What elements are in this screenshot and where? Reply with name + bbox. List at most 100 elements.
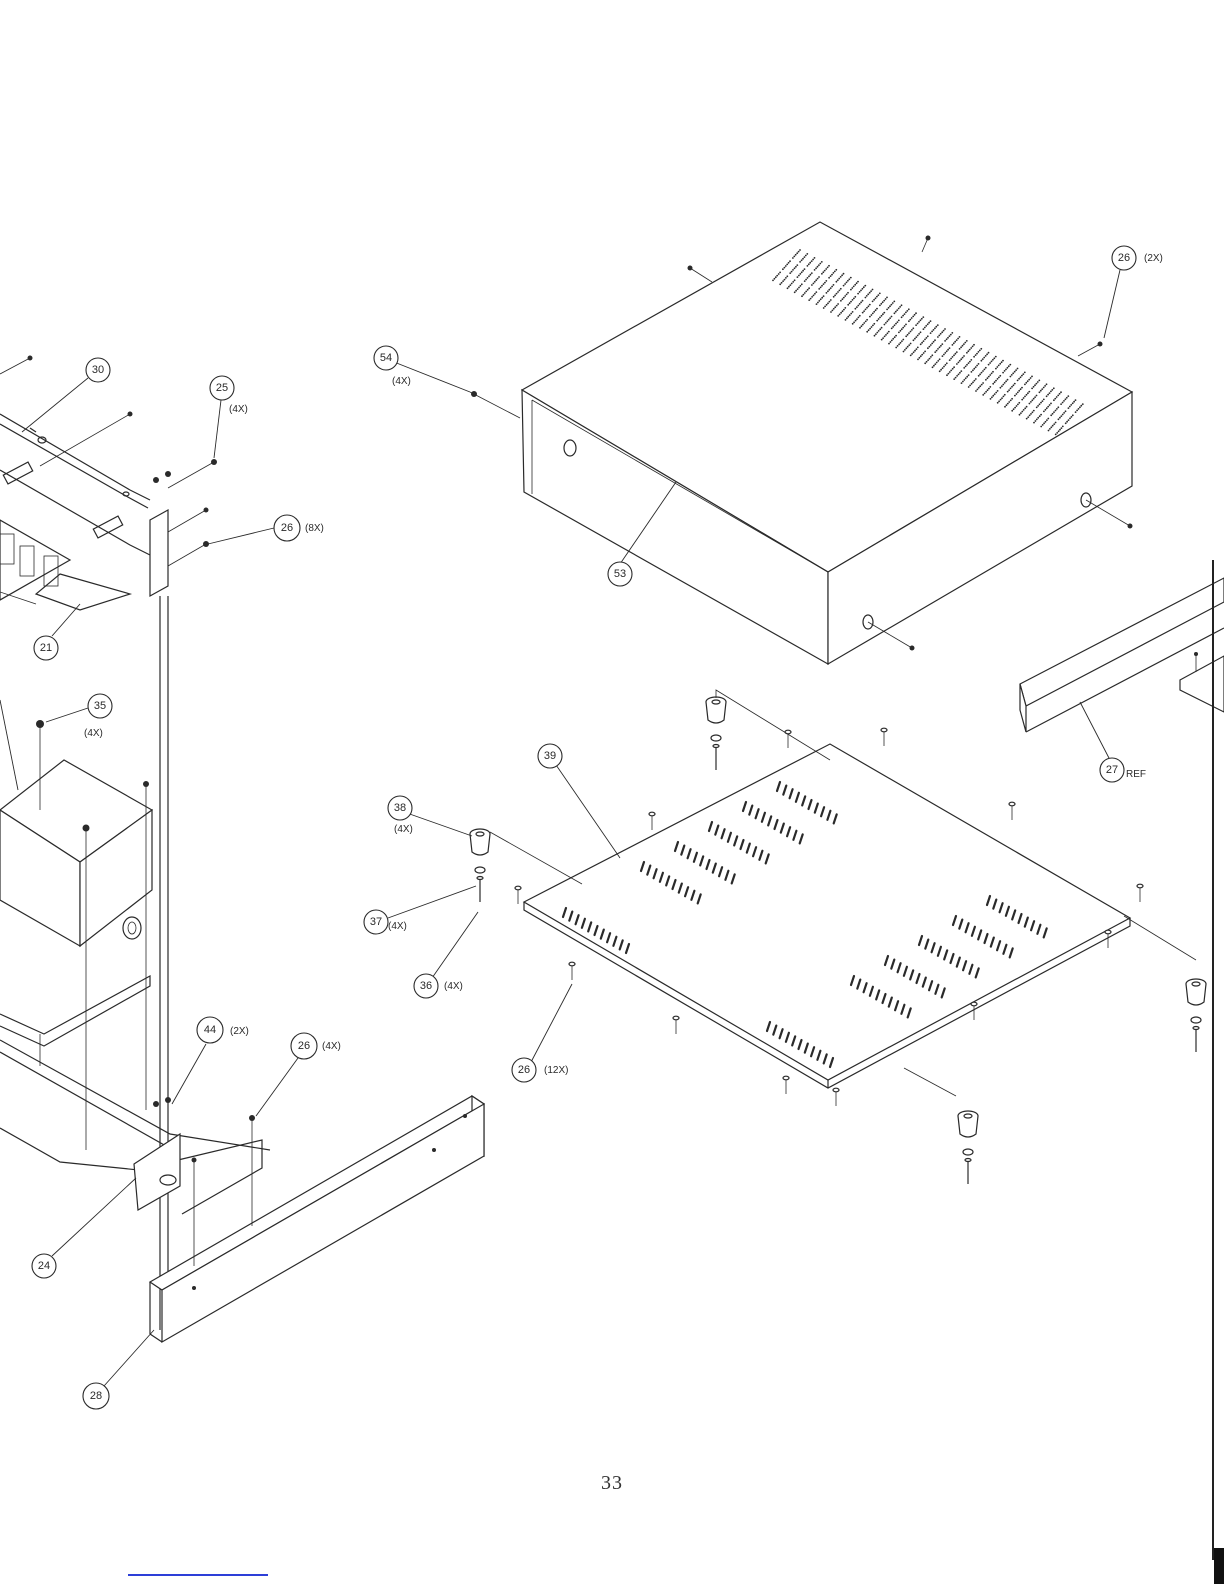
vent-dot [1012, 372, 1014, 374]
vent-dot [857, 281, 859, 283]
vent-dot [940, 333, 942, 335]
vent-dot [920, 319, 922, 321]
vent-dot [788, 286, 790, 288]
vent-dot [825, 268, 827, 270]
vent-dot [813, 283, 815, 285]
vent-dot [791, 271, 793, 273]
vent-dot [811, 296, 813, 298]
vent-dot [826, 292, 828, 294]
bottom-rule [128, 1574, 268, 1576]
vent-dot [883, 312, 885, 314]
vent-dot [821, 285, 823, 287]
vent-dot [817, 278, 819, 280]
vent-dot [1013, 408, 1015, 410]
vent-dot [897, 345, 899, 347]
vent-dot [981, 384, 983, 386]
vent-dot [956, 363, 958, 365]
vent-dot [898, 320, 900, 322]
vent-dot [948, 373, 950, 375]
vent-dot [804, 256, 806, 258]
vent-dot [885, 322, 887, 324]
vent-dot [856, 282, 858, 284]
vent-dot [829, 301, 831, 303]
vent-dot [784, 267, 786, 269]
vent-dot [1016, 393, 1018, 395]
vent-dot [824, 306, 826, 308]
vent-dot [949, 347, 951, 349]
vent-dot [910, 331, 912, 333]
vent-dot [1078, 408, 1080, 410]
vent-dot [937, 336, 939, 338]
vent-dot [1033, 398, 1035, 400]
vent-dot [838, 278, 840, 280]
vent-dot [865, 309, 867, 311]
vent-dot [883, 300, 885, 302]
vent-dot [1052, 425, 1054, 427]
vent-dot [999, 375, 1001, 377]
scan-edge-line [1212, 560, 1214, 1560]
vent-dot [949, 335, 951, 337]
vent-dot [866, 331, 868, 333]
vent-dot [887, 332, 889, 334]
vent-dot [877, 294, 879, 296]
vent-dot [885, 334, 887, 336]
vent-dot [1063, 412, 1065, 414]
vent-dot [1065, 422, 1067, 424]
vent-dot [1007, 391, 1009, 393]
vent-dot [930, 320, 932, 322]
callout-26-b-qty: (4X) [322, 1041, 341, 1052]
vent-dot [985, 367, 987, 369]
vent-dot [1055, 422, 1057, 424]
vent-dot [881, 327, 883, 329]
vent-dot [1043, 422, 1045, 424]
vent-dot [938, 335, 940, 337]
vent-dot [946, 338, 948, 340]
vent-dot [795, 266, 797, 268]
vent-dot [1014, 395, 1016, 397]
vent-dot [985, 391, 987, 393]
vent-dot [1021, 375, 1023, 377]
vent-dot [945, 364, 947, 366]
vent-dot [841, 274, 843, 276]
vent-dot [882, 301, 884, 303]
vent-dot [872, 289, 874, 291]
vent-dot [916, 348, 918, 350]
vent-dot [987, 377, 989, 379]
vent-dot [795, 254, 797, 256]
foot-body [1186, 984, 1206, 1005]
vent-dot [807, 265, 809, 267]
vent-dot [965, 366, 967, 368]
vent-dot [1047, 394, 1049, 396]
vent-dot [805, 291, 807, 293]
vent-dot [1031, 376, 1033, 378]
vent-dot [1040, 414, 1042, 416]
vent-dot [789, 260, 791, 262]
vent-dot [875, 297, 877, 299]
vent-dot [933, 341, 935, 343]
vent-dot [1047, 406, 1049, 408]
vent-dot [789, 272, 791, 274]
vent-dot [1037, 381, 1039, 383]
vent-dot [1032, 411, 1034, 413]
vent-dot [872, 313, 874, 315]
vent-dot [898, 308, 900, 310]
vent-dot [1039, 391, 1041, 393]
vent-dot [885, 298, 887, 300]
vent-dot [1017, 404, 1019, 406]
vent-dot [898, 332, 900, 334]
vent-dot [1024, 396, 1026, 398]
vent-dot [1062, 414, 1064, 416]
vent-dot [1046, 383, 1048, 385]
vent-dot [804, 292, 806, 294]
vent-dot [873, 299, 875, 301]
vent-dot [772, 280, 774, 282]
callout-54-qty: (4X) [392, 376, 411, 387]
vent-dot [1014, 407, 1016, 409]
vent-dot [936, 350, 938, 352]
callout-54-ref: 54 [380, 352, 392, 364]
vent-dot [860, 301, 862, 303]
vent-dot [1046, 407, 1048, 409]
vent-dot [803, 294, 805, 296]
vent-dot [791, 283, 793, 285]
vent-dot [989, 386, 991, 388]
